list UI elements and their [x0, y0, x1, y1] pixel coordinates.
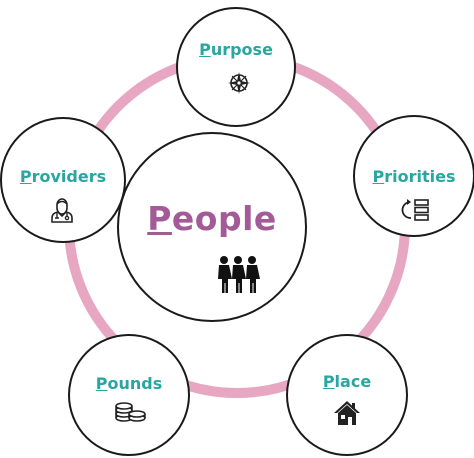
node-place: Place [286, 334, 408, 456]
node-providers: Providers [0, 117, 126, 243]
node-place-label: Place [322, 372, 372, 391]
node-purpose: Purpose [176, 7, 296, 127]
center-circle-people: People [117, 132, 307, 322]
node-providers-label: Providers [19, 167, 107, 186]
center-title: People [147, 199, 277, 238]
node-priorities-label: Priorities [372, 167, 456, 186]
node-pounds-label: Pounds [95, 374, 163, 393]
compass-rose-icon [228, 72, 250, 94]
node-purpose-label: Purpose [199, 40, 273, 59]
clinician-icon [51, 198, 73, 223]
refresh-list-icon [401, 199, 429, 221]
house-icon [334, 401, 360, 425]
coin-stack-icon [115, 402, 146, 422]
node-priorities: Priorities [353, 115, 474, 237]
node-pounds: Pounds [68, 334, 190, 456]
three-women-icon [218, 256, 260, 293]
